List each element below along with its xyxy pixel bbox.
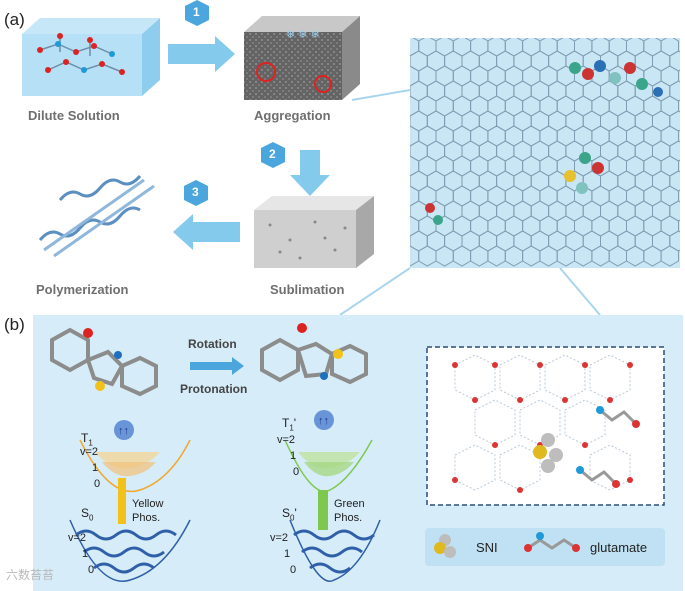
right-t-level-0: 0: [293, 466, 300, 478]
right-emission-line2: Phos.: [334, 512, 363, 524]
left-t-state: T1: [81, 431, 93, 447]
right-s-level-2: v=2: [270, 532, 289, 544]
protonation-label: Protonation: [180, 382, 248, 396]
sni-cluster: [425, 60, 663, 225]
left-emission-line2: Phos.: [132, 512, 161, 524]
right-s-level-1: 1: [284, 548, 291, 560]
right-t-level-1: 1: [290, 450, 297, 462]
left-t-level-1: 1: [92, 462, 99, 474]
arrow-step-1: [168, 0, 235, 72]
right-emission-line1: Green: [334, 498, 365, 510]
left-s-state: S0: [81, 506, 93, 522]
rotation-label: Rotation: [188, 337, 237, 351]
left-s-level-1: 1: [82, 548, 89, 560]
watermark-text: 六数苔苔: [6, 568, 55, 582]
panel-a-label: (a): [4, 10, 25, 29]
left-t-level-2: v=2: [80, 446, 99, 458]
right-t-prime: ': [293, 416, 297, 430]
right-s-state: S0': [282, 506, 297, 522]
arrow-step-3: [173, 180, 240, 250]
hydrogen-bond-frame: [426, 346, 665, 506]
right-t-state: T1': [282, 416, 296, 432]
svg-text:↑↑: ↑↑: [118, 425, 129, 437]
right-s-subscript: 0: [290, 513, 295, 523]
right-t-subscript: 1: [289, 423, 294, 433]
lattice-hexagon: [660, 245, 679, 267]
panel-b-label: (b): [4, 315, 25, 334]
sni-in-lattice: [533, 433, 563, 473]
left-s-subscript: 0: [89, 513, 94, 523]
right-t-level-2: v=2: [277, 434, 296, 446]
sni-legend-icon: [434, 534, 456, 558]
sni-molecule-right: [260, 337, 368, 385]
right-s-level-0: 0: [290, 564, 297, 576]
left-emission-line1: Yellow: [132, 498, 164, 510]
step-1-number: 1: [193, 5, 200, 19]
step-2-number: 2: [269, 147, 276, 161]
right-s-prime: ': [294, 506, 297, 520]
arrow-step-2: [261, 142, 330, 196]
left-t-level-0: 0: [94, 478, 101, 490]
label-aggregation: Aggregation: [254, 108, 331, 123]
svg-text:❄ ❄ ❄: ❄ ❄ ❄: [286, 29, 320, 41]
legend-box: [425, 528, 665, 566]
label-sublimation: Sublimation: [270, 282, 345, 297]
sublimation-box: [254, 196, 374, 268]
right-t-symbol: T: [282, 416, 290, 430]
step-3-number: 3: [192, 185, 199, 199]
right-s-symbol: S: [282, 506, 291, 520]
polymer-helices: [38, 175, 155, 258]
svg-text:↑↑: ↑↑: [318, 415, 329, 427]
glutamate-legend-icon: [527, 538, 577, 550]
glutamate-chains: [579, 408, 638, 486]
energy-diagram-left: ↑↑: [69, 420, 191, 582]
left-t-symbol: T: [81, 431, 89, 445]
panel-a-illustrations: ❄ ❄ ❄: [22, 0, 601, 315]
aggregation-box: ❄ ❄ ❄: [244, 16, 360, 100]
dilute-solution-box: [22, 18, 160, 96]
label-polymerization: Polymerization: [36, 282, 129, 297]
sni-molecule-left: [50, 327, 158, 397]
energy-diagram-right: ↑↑: [284, 410, 381, 582]
legend-sni-label: SNI: [476, 540, 498, 555]
left-t-subscript: 1: [88, 438, 93, 448]
zoom-molecules: [410, 38, 680, 267]
label-dilute-solution: Dilute Solution: [28, 108, 120, 123]
left-s-symbol: S: [81, 506, 90, 520]
left-s-level-0: 0: [88, 564, 95, 576]
legend-glutamate-label: glutamate: [590, 540, 648, 555]
left-s-level-2: v=2: [68, 532, 87, 544]
